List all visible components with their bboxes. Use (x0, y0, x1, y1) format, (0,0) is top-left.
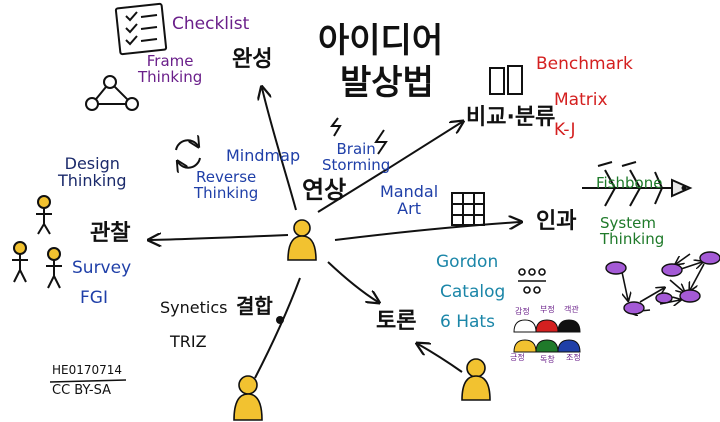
reverse-thinking-label: Reverse Thinking (194, 168, 259, 202)
kj-label: K-J (554, 120, 576, 140)
hat-label-control: 조정 (566, 353, 581, 362)
catalog-symbols-icon (518, 268, 546, 294)
branch-gyeolhap-label: 결합 (236, 294, 273, 318)
branch-gwanchal-label: 관찰 (90, 221, 131, 246)
fishbone-label: Fishbone (596, 174, 663, 192)
benchmark-bars-icon (489, 65, 523, 95)
gyeolhap-join-dot (276, 316, 284, 324)
frame-thinking-label: Frame Thinking (138, 52, 203, 86)
person-bottom-right (461, 358, 491, 401)
credit-license: CC BY-SA (52, 383, 111, 398)
system-thinking-label: System Thinking (600, 214, 665, 248)
arrow-bottom-person-to-toron (418, 344, 463, 373)
center-label: 연상 (302, 176, 347, 204)
cycle-arrows-icon (175, 140, 201, 167)
triz-label: TRIZ (170, 332, 207, 351)
arrow-to-ingwa (334, 222, 520, 241)
six-hats-label: 6 Hats (440, 312, 495, 332)
triangle-network-icon (85, 75, 139, 111)
gordon-label: Gordon (436, 252, 499, 272)
stick-figures-icon (12, 195, 62, 289)
system-thinking-nodes (605, 251, 720, 315)
branch-toron-label: 토론 (376, 309, 417, 334)
arrow-to-bigyo (317, 122, 462, 213)
line-to-gyeolhap (254, 277, 301, 379)
hat-label-objective: 객관 (564, 305, 579, 314)
synetics-label: Synetics (160, 298, 228, 317)
brainstorming-label: Brain Storming (322, 140, 391, 174)
checklist-icon (114, 2, 168, 56)
fgi-label: FGI (80, 288, 108, 308)
branch-bigyo-label: 비교·분류 (466, 105, 556, 130)
lightning-icons (330, 117, 388, 155)
six-hats-icon (513, 319, 581, 353)
hat-label-negative: 부정 (540, 305, 555, 314)
arrow-to-gwanchal (150, 235, 289, 240)
title-line-1: 아이디어 (318, 21, 444, 61)
catalog-label: Catalog (440, 282, 506, 302)
matrix-label: Matrix (554, 90, 608, 110)
branch-ingwa-label: 인과 (536, 209, 577, 234)
person-center (287, 219, 317, 261)
credit-underline (49, 379, 127, 383)
person-bottom-left (233, 375, 263, 421)
arrow-to-toron (327, 261, 378, 302)
hat-label-emotion: 감정 (515, 307, 530, 316)
hat-label-positive: 긍정 (510, 353, 525, 362)
title-line-2: 발상법 (340, 63, 434, 103)
checklist-label: Checklist (172, 14, 250, 34)
benchmark-label: Benchmark (536, 54, 633, 74)
main-arrows (150, 88, 520, 379)
hat-label-creative: 독창 (540, 355, 555, 364)
design-thinking-label: Design Thinking (58, 154, 127, 190)
arrow-to-wanseong (262, 88, 297, 211)
fishbone-icon (582, 161, 693, 207)
mindmap-label: Mindmap (226, 146, 301, 165)
branch-wanseong-label: 완성 (232, 47, 273, 72)
credit-id: HE0170714 (52, 363, 123, 377)
mandal-art-label: Mandal Art (380, 182, 439, 218)
survey-label: Survey (72, 258, 132, 278)
mandal-grid-icon (451, 192, 485, 226)
